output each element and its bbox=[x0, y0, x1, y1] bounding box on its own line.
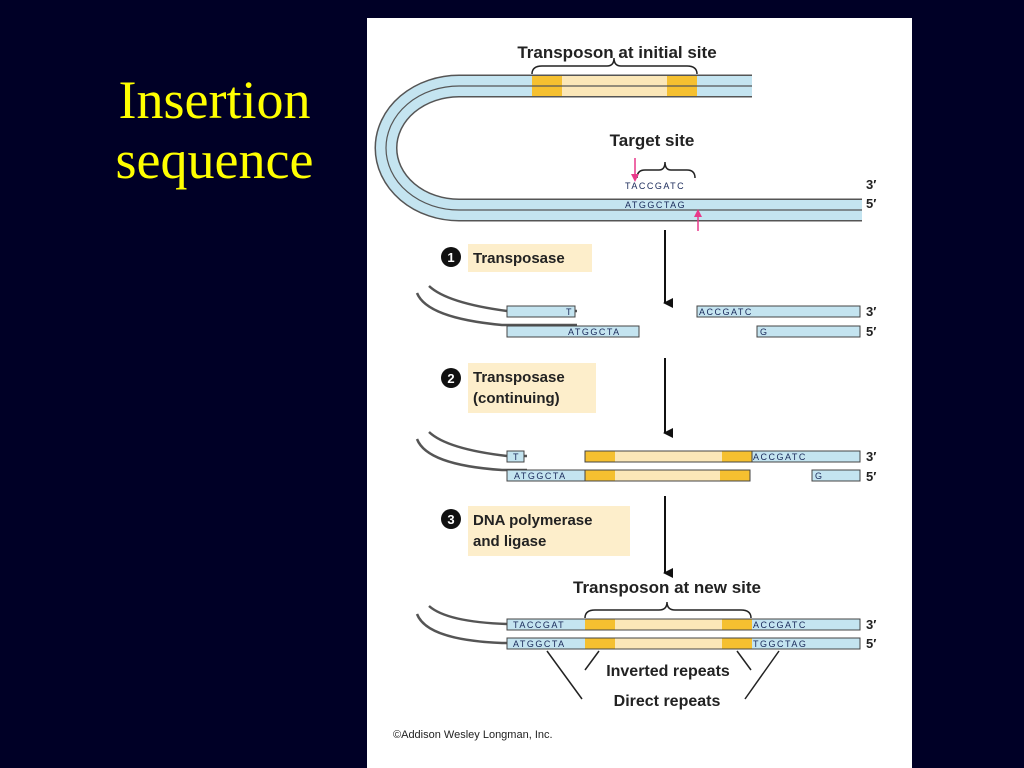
step1-end-3prime: 3′ bbox=[866, 304, 876, 319]
step1-dna bbox=[415, 285, 861, 338]
final-top-left-seq: TACCGAT bbox=[513, 620, 565, 630]
step2-top-right-seq: ACCGATC bbox=[753, 452, 807, 462]
step-3-text-line-2: and ligase bbox=[473, 533, 546, 550]
transposon-initial bbox=[532, 76, 697, 96]
step-3-number: 3 bbox=[447, 512, 454, 527]
step-3-box bbox=[468, 506, 630, 556]
target-site-brace bbox=[636, 161, 696, 179]
transposon-initial-brace bbox=[531, 57, 698, 75]
step-1-badge bbox=[441, 247, 461, 267]
step-3-text-line-1: DNA polymerase bbox=[473, 512, 593, 529]
label-inverted-repeats: Inverted repeats bbox=[606, 663, 730, 680]
step1-end-5prime: 5′ bbox=[866, 324, 876, 339]
slide-title: Insertion sequence bbox=[82, 70, 347, 190]
step2-end-3prime: 3′ bbox=[866, 449, 876, 464]
step-2-text-line-1: Transposase bbox=[473, 369, 565, 386]
slide-title-line-2: sequence bbox=[115, 130, 314, 190]
initial-end-5prime: 5′ bbox=[866, 196, 876, 211]
step1-top-left-seq: T bbox=[566, 307, 573, 317]
step1-bottom-right-seq: G bbox=[760, 327, 769, 337]
step2-bottom-right-seq: G bbox=[815, 471, 824, 481]
step-1-number: 1 bbox=[447, 250, 454, 265]
slide-title-line-1: Insertion bbox=[118, 70, 311, 130]
step2-top-left-seq: T bbox=[513, 452, 520, 462]
final-bottom-right-seq: TGGCTAG bbox=[753, 639, 807, 649]
step2-dna bbox=[415, 431, 861, 482]
step-1-text: Transposase bbox=[473, 250, 565, 267]
transposition-diagram: Transposon at initial site Target site T… bbox=[374, 43, 876, 741]
final-end-5prime: 5′ bbox=[866, 636, 876, 651]
step-2-box bbox=[468, 363, 596, 413]
cut-marker-top-head bbox=[631, 174, 639, 182]
target-top-seq: TACCGATC bbox=[625, 181, 685, 191]
cut-marker-bottom-head bbox=[694, 209, 702, 217]
transposon-new-brace bbox=[584, 601, 752, 619]
step2-bottom-left-seq: ATGGCTA bbox=[514, 471, 567, 481]
step-3-badge bbox=[441, 509, 461, 529]
step-2-label: 2 Transposase (continuing) bbox=[441, 363, 596, 413]
final-dna bbox=[415, 605, 861, 650]
transposition-figure: Transposon at initial site Target site T… bbox=[367, 18, 912, 768]
initial-end-3prime: 3′ bbox=[866, 177, 876, 192]
label-transposon-new: Transposon at new site bbox=[573, 578, 761, 597]
step-3-label: 3 DNA polymerase and ligase bbox=[441, 506, 630, 556]
final-top-right-seq: ACCGATC bbox=[753, 620, 807, 630]
final-bottom-left-seq: ATGGCTA bbox=[513, 639, 566, 649]
step1-top-right-seq: ACCGATC bbox=[699, 307, 753, 317]
label-target-site: Target site bbox=[610, 131, 695, 150]
label-transposon-initial: Transposon at initial site bbox=[517, 43, 716, 62]
initial-dna bbox=[374, 74, 862, 222]
step-1-box bbox=[468, 244, 592, 272]
step2-end-5prime: 5′ bbox=[866, 469, 876, 484]
step-2-number: 2 bbox=[447, 371, 454, 386]
copyright-notice: ©Addison Wesley Longman, Inc. bbox=[393, 729, 553, 741]
step1-bottom-left-seq: ATGGCTA bbox=[568, 327, 621, 337]
label-direct-repeats: Direct repeats bbox=[614, 693, 721, 710]
target-bottom-seq: ATGGCTAG bbox=[625, 200, 686, 210]
repeat-pointer-lines bbox=[546, 650, 780, 700]
step-1-label: 1 Transposase bbox=[441, 244, 592, 272]
step-2-badge bbox=[441, 368, 461, 388]
step-2-text-line-2: (continuing) bbox=[473, 390, 560, 407]
final-end-3prime: 3′ bbox=[866, 617, 876, 632]
